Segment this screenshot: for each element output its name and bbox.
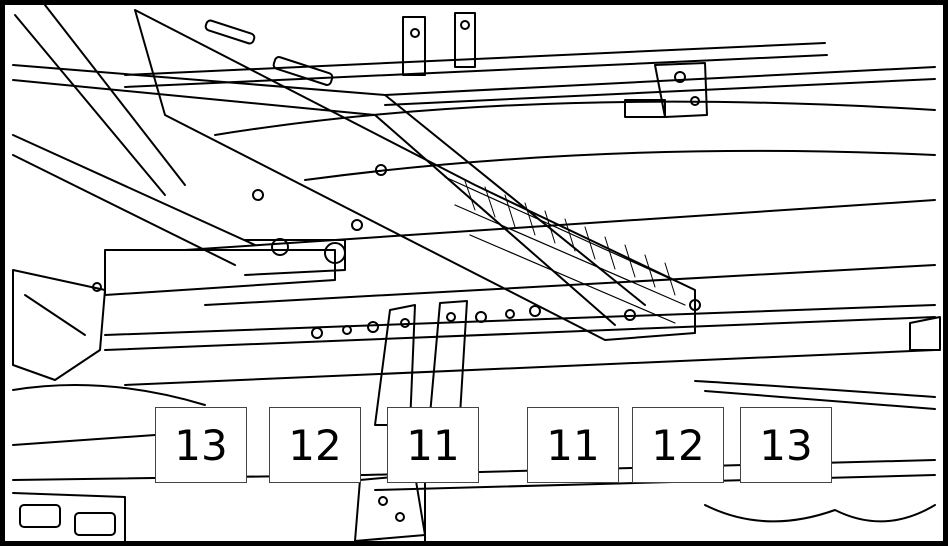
slot-hole bbox=[272, 56, 334, 86]
bolt bbox=[410, 28, 420, 38]
wheel-arc bbox=[704, 504, 936, 523]
support-arm bbox=[12, 5, 256, 266]
bolt bbox=[351, 219, 363, 231]
lower-slot bbox=[74, 512, 116, 536]
curved-guard bbox=[694, 380, 936, 410]
bolt bbox=[505, 309, 515, 319]
step-ladder bbox=[134, 9, 696, 341]
machine-line-drawing bbox=[12, 5, 941, 541]
bolt bbox=[460, 20, 470, 30]
bolt bbox=[367, 321, 379, 333]
bolt bbox=[252, 189, 264, 201]
bolt bbox=[375, 164, 387, 176]
end-fitting bbox=[909, 316, 941, 351]
bolt bbox=[529, 305, 541, 317]
slot-hole bbox=[204, 19, 256, 45]
step-grating-cross bbox=[464, 180, 676, 296]
bolt bbox=[92, 282, 102, 292]
cover-panel bbox=[184, 100, 936, 306]
side-bracket bbox=[624, 62, 708, 118]
lower-bracket bbox=[354, 474, 426, 541]
cylinder-pin bbox=[271, 238, 289, 256]
callout-12-left: 12 bbox=[269, 407, 361, 483]
cylinder-pin bbox=[324, 242, 346, 264]
bolt bbox=[311, 327, 323, 339]
bolt bbox=[378, 496, 388, 506]
bolt bbox=[475, 311, 487, 323]
bolt bbox=[395, 512, 405, 522]
bolt bbox=[446, 312, 456, 322]
bolt bbox=[674, 71, 686, 83]
lower-slot bbox=[19, 504, 61, 528]
bolt bbox=[689, 299, 701, 311]
main-boom bbox=[12, 64, 646, 326]
callout-13-left: 13 bbox=[155, 407, 247, 483]
step-grating bbox=[444, 176, 696, 324]
bolt bbox=[342, 325, 352, 335]
callout-12-right: 12 bbox=[632, 407, 724, 483]
left-plate bbox=[12, 269, 106, 381]
bolt bbox=[624, 309, 636, 321]
callout-13-right: 13 bbox=[740, 407, 832, 483]
upper-rail bbox=[124, 42, 936, 106]
lower-body bbox=[12, 384, 366, 541]
frame-beam bbox=[104, 304, 936, 386]
callout-11-right: 11 bbox=[527, 407, 619, 483]
callout-11-left: 11 bbox=[387, 407, 479, 483]
bolt bbox=[400, 318, 410, 328]
top-bracket bbox=[402, 12, 476, 76]
